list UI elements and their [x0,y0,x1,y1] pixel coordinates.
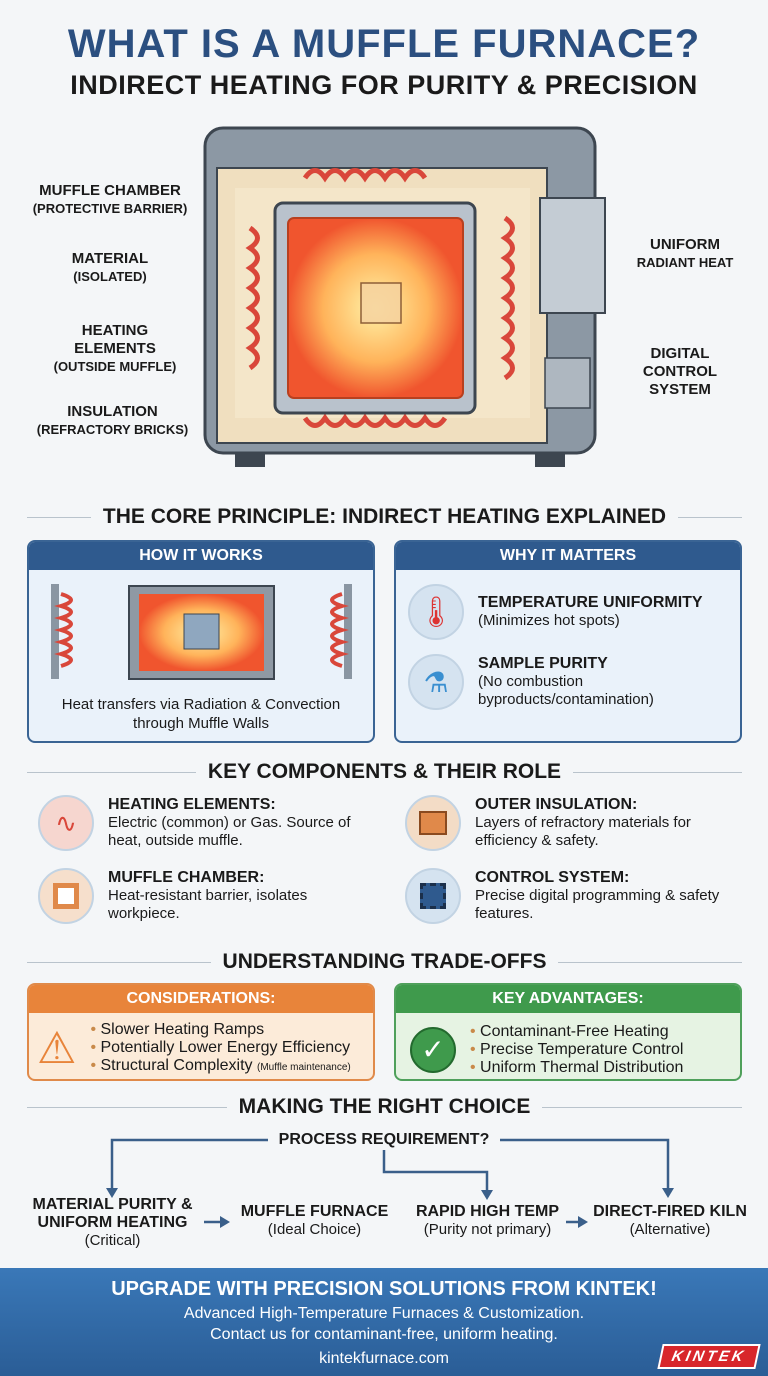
considerations-card: CONSIDERATIONS: ⚠ Slower Heating RampsPo… [27,983,375,1081]
footer-banner: UPGRADE WITH PRECISION SOLUTIONS FROM KI… [0,1268,768,1376]
why-item-purity: ⚗ SAMPLE PURITY(No combustion byproducts… [396,646,740,718]
how-it-works-caption: Heat transfers via Radiation & Convectio… [61,696,341,732]
label-heating-elements: HEATING ELEMENTS(OUTSIDE MUFFLE) [53,322,177,374]
thermometer-icon: 🌡 [408,584,464,640]
footer-line-2: Contact us for contaminant-free, uniform… [210,1326,558,1343]
chamber-icon [38,868,94,924]
advantages-card: KEY ADVANTAGES: ✓ Contaminant-Free Heati… [394,983,742,1081]
choice-muffle-furnace: MUFFLE FURNACE(Ideal Choice) [240,1203,389,1238]
decision-flow-arrows [106,1138,674,1228]
chip-icon [405,868,461,924]
page-title: WHAT IS A MUFFLE FURNACE? [67,22,701,66]
why-item-temperature: 🌡 TEMPERATURE UNIFORMITY(Minimizes hot s… [396,570,740,646]
flask-icon: ⚗ [408,654,464,710]
choice-rapid-high-temp: RAPID HIGH TEMP(Purity not primary) [415,1203,560,1238]
choice-purity: MATERIAL PURITY & UNIFORM HEATING(Critic… [32,1196,193,1249]
furnace-illustration [203,126,606,467]
process-requirement: PROCESS REQUIREMENT? [278,1131,490,1148]
page-subtitle: INDIRECT HEATING FOR PURITY & PRECISION [70,70,698,100]
section-key-components: KEY COMPONENTS & THEIR ROLE [27,760,742,784]
label-control-system: DIGITAL CONTROL SYSTEM [642,345,718,398]
how-it-works-card: HOW IT WORKS Heat transfers via Radiatio… [27,540,375,743]
footer-line-1: Advanced High-Temperature Furnaces & Cus… [183,1305,585,1322]
section-trade-offs: UNDERSTANDING TRADE-OFFS [27,950,742,974]
footer-headline: UPGRADE WITH PRECISION SOLUTIONS FROM KI… [111,1278,657,1300]
component-outer-insulation: OUTER INSULATION:Layers of refractory ma… [405,795,745,851]
component-control-system: CONTROL SYSTEM:Precise digital programmi… [405,868,745,924]
coil-icon: ∿ [38,795,94,851]
label-material: MATERIAL(ISOLATED) [71,250,149,284]
section-core-principle: THE CORE PRINCIPLE: INDIRECT HEATING EXP… [27,505,742,529]
kintek-logo: KINTEK [657,1344,761,1369]
component-muffle-chamber: MUFFLE CHAMBER:Heat-resistant barrier, i… [38,868,378,924]
section-right-choice: MAKING THE RIGHT CHOICE [27,1095,743,1119]
choice-direct-fired-kiln: DIRECT-FIRED KILN(Alternative) [593,1203,747,1238]
warning-icon: ⚠ [37,1024,77,1073]
component-heating-elements: ∿HEATING ELEMENTS:Electric (common) or G… [38,795,378,851]
footer-url[interactable]: kintekfurnace.com [319,1350,449,1367]
checkmark-icon: ✓ [410,1027,456,1073]
label-insulation: INSULATION(REFRACTORY BRICKS) [36,403,189,437]
label-muffle-chamber: MUFFLE CHAMBER(PROTECTIVE BARRIER) [32,182,188,216]
indirect-heating-icon [51,584,352,680]
why-it-matters-card: WHY IT MATTERS 🌡 TEMPERATURE UNIFORMITY(… [394,540,742,743]
bricks-icon [405,795,461,851]
